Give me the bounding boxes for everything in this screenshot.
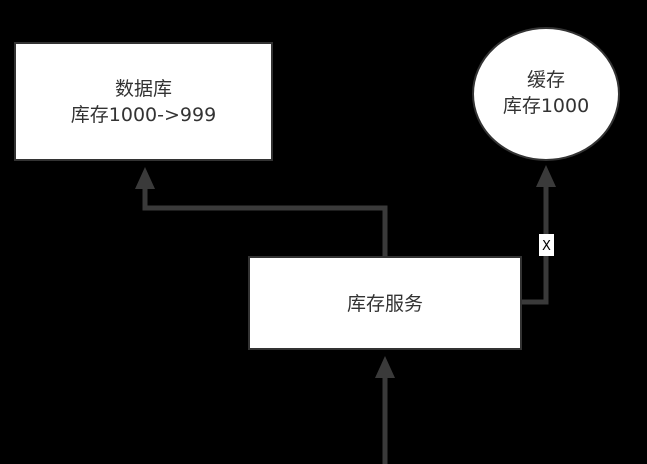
edge-label-background xyxy=(539,234,554,256)
edge-line xyxy=(522,186,549,305)
node-cache-detail: 库存1000 xyxy=(503,95,589,117)
node-cache-title: 缓存 xyxy=(527,69,565,91)
edge-label-failed: X xyxy=(542,239,551,254)
edge-service-to-database xyxy=(135,167,388,258)
edge-service-to-cache: X xyxy=(522,165,556,305)
edge-incoming-to-service xyxy=(375,356,395,464)
arrow-head-up-icon xyxy=(135,167,155,189)
arrow-head-up-icon xyxy=(375,356,395,378)
node-cache[interactable]: 缓存 库存1000 xyxy=(472,27,620,161)
arrow-head-up-icon xyxy=(536,165,556,187)
edge-line xyxy=(142,188,388,258)
node-inventory-service[interactable]: 库存服务 xyxy=(248,256,522,350)
node-inventory-service-label: 库存服务 xyxy=(347,293,423,315)
node-inventory-service-box xyxy=(248,256,522,350)
node-cache-ellipse xyxy=(472,27,620,161)
node-database-title: 数据库 xyxy=(115,78,172,100)
node-database-detail: 库存1000->999 xyxy=(71,104,216,126)
node-database[interactable]: 数据库 库存1000->999 xyxy=(14,42,273,161)
node-database-box xyxy=(14,42,273,161)
